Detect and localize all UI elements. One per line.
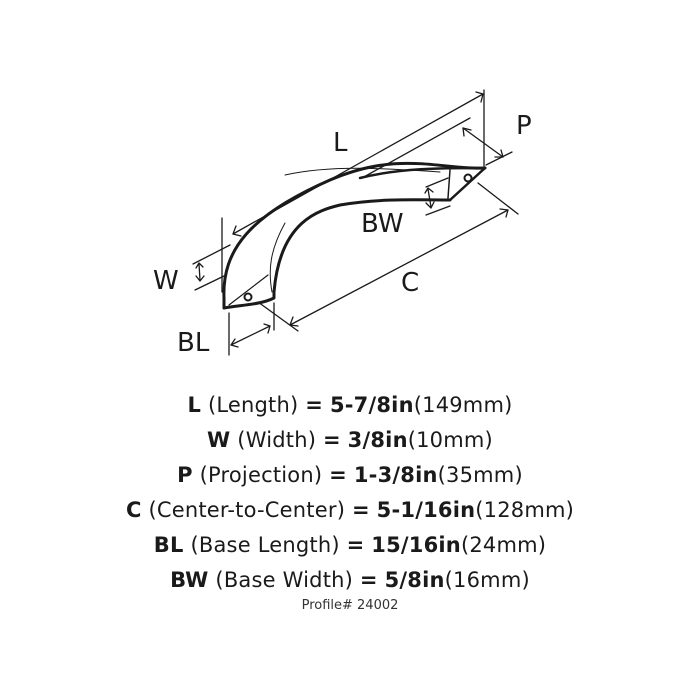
- dimension-label-length: L: [333, 128, 348, 158]
- dimension-label-base-length: BL: [177, 328, 210, 358]
- spec-projection: P (Projection) = 1-3/8in(35mm): [177, 463, 523, 487]
- dimension-label-center-to-center: C: [401, 268, 420, 298]
- spec-base-length: BL (Base Length) = 15/16in(24mm): [153, 533, 547, 557]
- spec-length: L (Length) = 5-7/8in(149mm): [187, 393, 513, 417]
- spec-base-width: BW (Base Width) = 5/8in(16mm): [170, 568, 530, 592]
- spec-width: W (Width) = 3/8in(10mm): [207, 428, 493, 452]
- cabinet-pull-drawing: [192, 89, 519, 356]
- spec-center-to-center: C (Center-to-Center) = 5-1/16in(128mm): [125, 498, 575, 522]
- dimension-label-projection: P: [516, 111, 532, 141]
- profile-number: Profile# 24002: [301, 598, 399, 613]
- dimension-specs-list: L (Length) = 5-7/8in(149mm) W (Width) = …: [0, 388, 700, 598]
- dimension-label-base-width: BW: [361, 209, 404, 239]
- dimension-label-width: W: [153, 266, 179, 296]
- handle-dimension-diagram: L P BW W C BL: [153, 89, 532, 358]
